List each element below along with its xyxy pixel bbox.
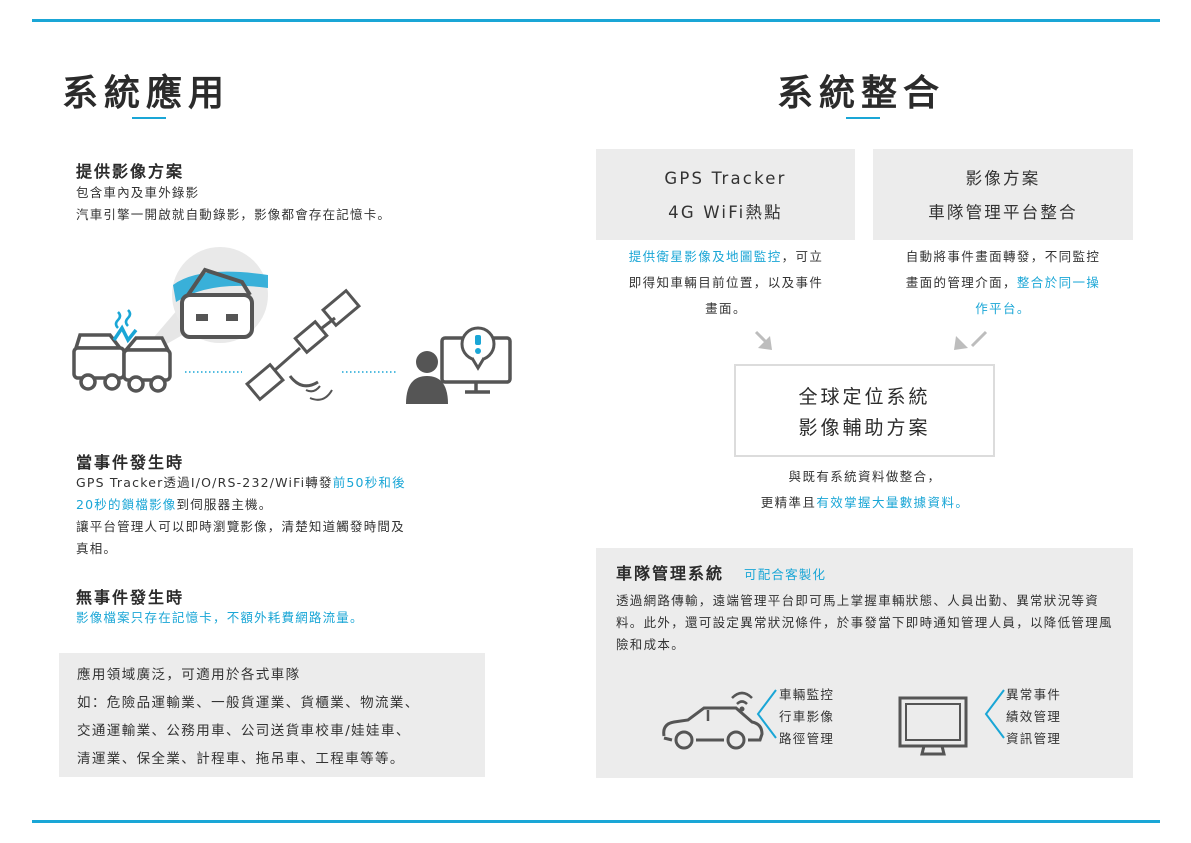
integrate-caption: 與既有系統資料做整合， 更精準且有效掌握大量數據資料。 <box>700 464 1030 516</box>
video-caption-2b: 整合於同一操 <box>1016 275 1101 290</box>
satellite-icon <box>244 288 362 402</box>
event-line-1b: 前50秒和後 <box>332 475 406 490</box>
monitor-features: 異常事件 績效管理 資訊管理 <box>1006 684 1061 750</box>
monitor-feature-2: 績效管理 <box>1006 709 1062 724</box>
car-features: 車輛監控 行車影像 路徑管理 <box>779 684 834 750</box>
video-caption: 自動將事件畫面轉發，不同監控 畫面的管理介面，整合於同一操 作平台。 <box>877 244 1129 322</box>
gps-caption-line-1: 提供衛星影像及地圖監控，可立 <box>600 244 852 270</box>
integrate-line-2a: 更精準且 <box>760 495 817 510</box>
integrate-line-1: 與既有系統資料做整合， <box>788 469 942 484</box>
center-line-2: 影像輔助方案 <box>798 417 931 439</box>
gps-caption: 提供衛星影像及地圖監控，可立 即得知車輛目前位置，以及事件 畫面。 <box>600 244 852 322</box>
gps-caption-line-2: 即得知車輛目前位置，以及事件 <box>628 275 824 290</box>
converging-arrows <box>754 330 988 350</box>
monitor-feature-1: 異常事件 <box>1006 687 1062 702</box>
center-line-1: 全球定位系統 <box>798 386 931 408</box>
monitor-icon <box>898 696 968 756</box>
fleet-title: 車隊管理系統 <box>616 564 725 583</box>
event-line-2b: 到伺服器主機。 <box>176 497 273 512</box>
illustration <box>72 247 512 404</box>
car-feature-1: 車輛監控 <box>779 687 835 702</box>
integrate-line-2b: 有效掌握大量數據資料。 <box>816 495 970 510</box>
video-caption-line-2: 畫面的管理介面，整合於同一操 <box>877 270 1129 296</box>
left-section-title: 系統應用 <box>62 73 231 114</box>
gps-caption-1b: ，可立 <box>781 249 824 264</box>
usage-line-4: 清運業、保全業、計程車、拖吊車、工程車等等。 <box>77 751 405 767</box>
event-line-1: GPS Tracker透過I/O/RS-232/WiFi轉發前50秒和後 <box>76 472 496 494</box>
arrow-down-left-icon <box>954 330 988 350</box>
video-caption-2a: 畫面的管理介面， <box>905 275 1017 290</box>
video-caption-line-3: 作平台。 <box>975 301 1031 316</box>
provide-text: 包含車內及車外錄影 汽車引擎一開啟就自動錄影，影像都會存在記憶卡。 <box>76 182 496 226</box>
usage-line-2: 如：危險品運輸業、一般貨運業、貨櫃業、物流業、 <box>77 695 420 711</box>
gps-video-solution-box: 全球定位系統 影像輔助方案 <box>734 364 995 457</box>
monitor-feature-bracket <box>984 689 1005 739</box>
event-line-2: 20秒的鎖檔影像到伺服器主機。 <box>76 494 496 516</box>
gps-box-line-2: 4G WiFi熱點 <box>668 203 783 222</box>
monitor-feature-3: 資訊管理 <box>1006 731 1062 746</box>
left-title-underline <box>132 117 166 119</box>
fleet-customizable-tag: 可配合客製化 <box>744 567 827 582</box>
no-event-title: 無事件發生時 <box>76 588 185 607</box>
provide-title: 提供影像方案 <box>76 162 185 181</box>
event-line-1a: GPS Tracker透過I/O/RS-232/WiFi轉發 <box>76 475 333 490</box>
video-caption-line-1: 自動將事件畫面轉發，不同監控 <box>905 249 1101 264</box>
bottom-rule <box>32 820 1160 823</box>
gps-box-line-1: GPS Tracker <box>664 169 787 188</box>
car-feature-2: 行車影像 <box>779 709 835 724</box>
usage-box: 應用領域廣泛，可適用於各式車隊 如：危險品運輸業、一般貨運業、貨櫃業、物流業、 … <box>59 653 485 777</box>
provide-line-2: 汽車引擎一開啟就自動錄影，影像都會存在記憶卡。 <box>76 207 392 222</box>
connected-car-icon <box>662 691 764 750</box>
gps-caption-line-3: 畫面。 <box>705 301 747 316</box>
video-box-line-2: 車隊管理平台整合 <box>928 203 1078 222</box>
event-line-4: 真相。 <box>76 541 118 556</box>
monitor-user-icon <box>406 326 512 404</box>
gps-caption-1a: 提供衛星影像及地圖監控 <box>628 249 782 264</box>
event-line-3: 讓平台管理人可以即時瀏覽影像，清楚知道觸發時間及 <box>76 519 405 534</box>
event-text: GPS Tracker透過I/O/RS-232/WiFi轉發前50秒和後 20秒… <box>76 472 496 560</box>
integrate-line-2: 更精準且有效掌握大量數據資料。 <box>700 490 1030 516</box>
provide-line-1: 包含車內及車外錄影 <box>76 185 200 200</box>
video-box-line-1: 影像方案 <box>965 169 1041 188</box>
right-title-underline <box>846 117 880 119</box>
top-rule <box>32 19 1160 22</box>
right-section-title: 系統整合 <box>777 73 946 114</box>
arrow-down-right-icon <box>754 330 772 350</box>
car-feature-3: 路徑管理 <box>779 731 835 746</box>
fleet-description: 透過網路傳輸，遠端管理平台即可馬上掌握車輛狀態、人員出勤、異常狀況等資料。此外，… <box>616 593 1113 652</box>
video-solution-box: 影像方案 車隊管理平台整合 <box>873 149 1133 240</box>
event-title: 當事件發生時 <box>76 453 185 472</box>
event-line-2a: 20秒的鎖檔影像 <box>76 497 177 512</box>
fleet-management-box: 車隊管理系統 可配合客製化 透過網路傳輸，遠端管理平台即可馬上掌握車輛狀態、人員… <box>596 548 1133 778</box>
usage-line-1: 應用領域廣泛，可適用於各式車隊 <box>77 667 301 683</box>
car-feature-bracket <box>756 689 777 739</box>
gps-tracker-box: GPS Tracker 4G WiFi熱點 <box>596 149 855 240</box>
no-event-text: 影像檔案只存在記憶卡，不額外耗費網路流量。 <box>76 610 364 625</box>
car-crash-icon <box>72 309 172 393</box>
usage-line-3: 交通運輸業、公務用車、公司送貨車校車/娃娃車、 <box>77 723 411 739</box>
